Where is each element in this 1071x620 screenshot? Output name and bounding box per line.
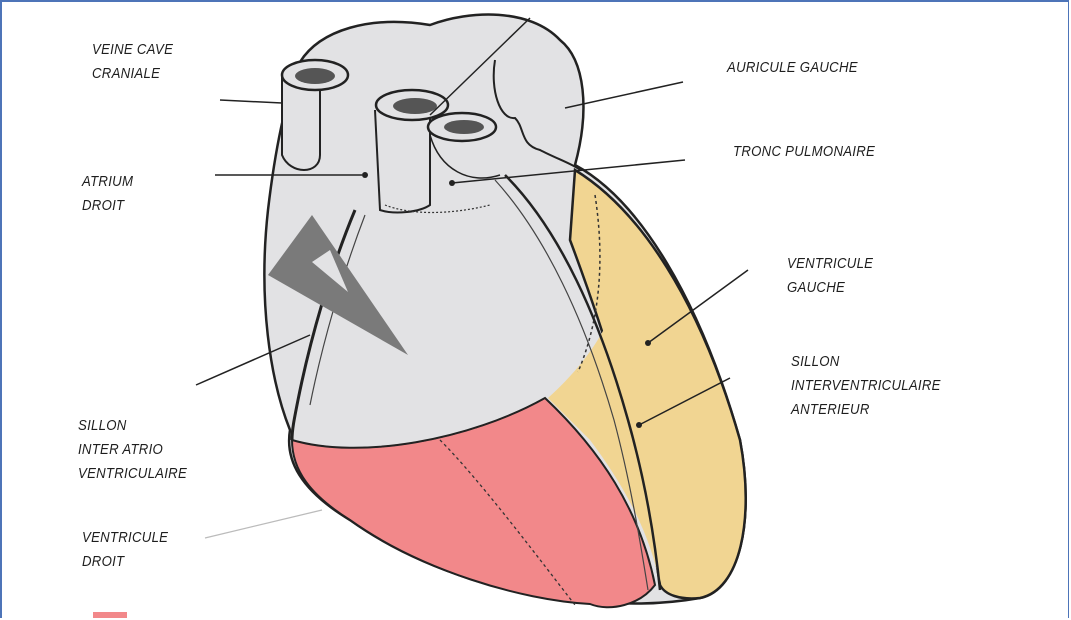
label-ventricule-droit: VENTRICULE DROIT — [82, 526, 168, 574]
label-tronc-pulmonaire: TRONC PULMONAIRE — [733, 140, 875, 164]
aorta — [375, 110, 430, 212]
label-sillon-interventriculaire: SILLON INTERVENTRICULAIRE ANTERIEUR — [791, 350, 941, 422]
corner-mark — [93, 612, 127, 618]
label-atrium-droit: ATRIUM DROIT — [82, 170, 133, 218]
label-ventricule-gauche: VENTRICULE GAUCHE — [787, 252, 873, 300]
pointer-ventricule-droit — [205, 510, 322, 538]
label-auricule-gauche: AURICULE GAUCHE — [727, 56, 858, 80]
pointer-veine-cave — [220, 100, 282, 103]
label-sillon-inter-atrio: SILLON INTER ATRIO VENTRICULAIRE — [78, 414, 187, 486]
label-veine-cave: VEINE CAVE CRANIALE — [92, 38, 173, 86]
